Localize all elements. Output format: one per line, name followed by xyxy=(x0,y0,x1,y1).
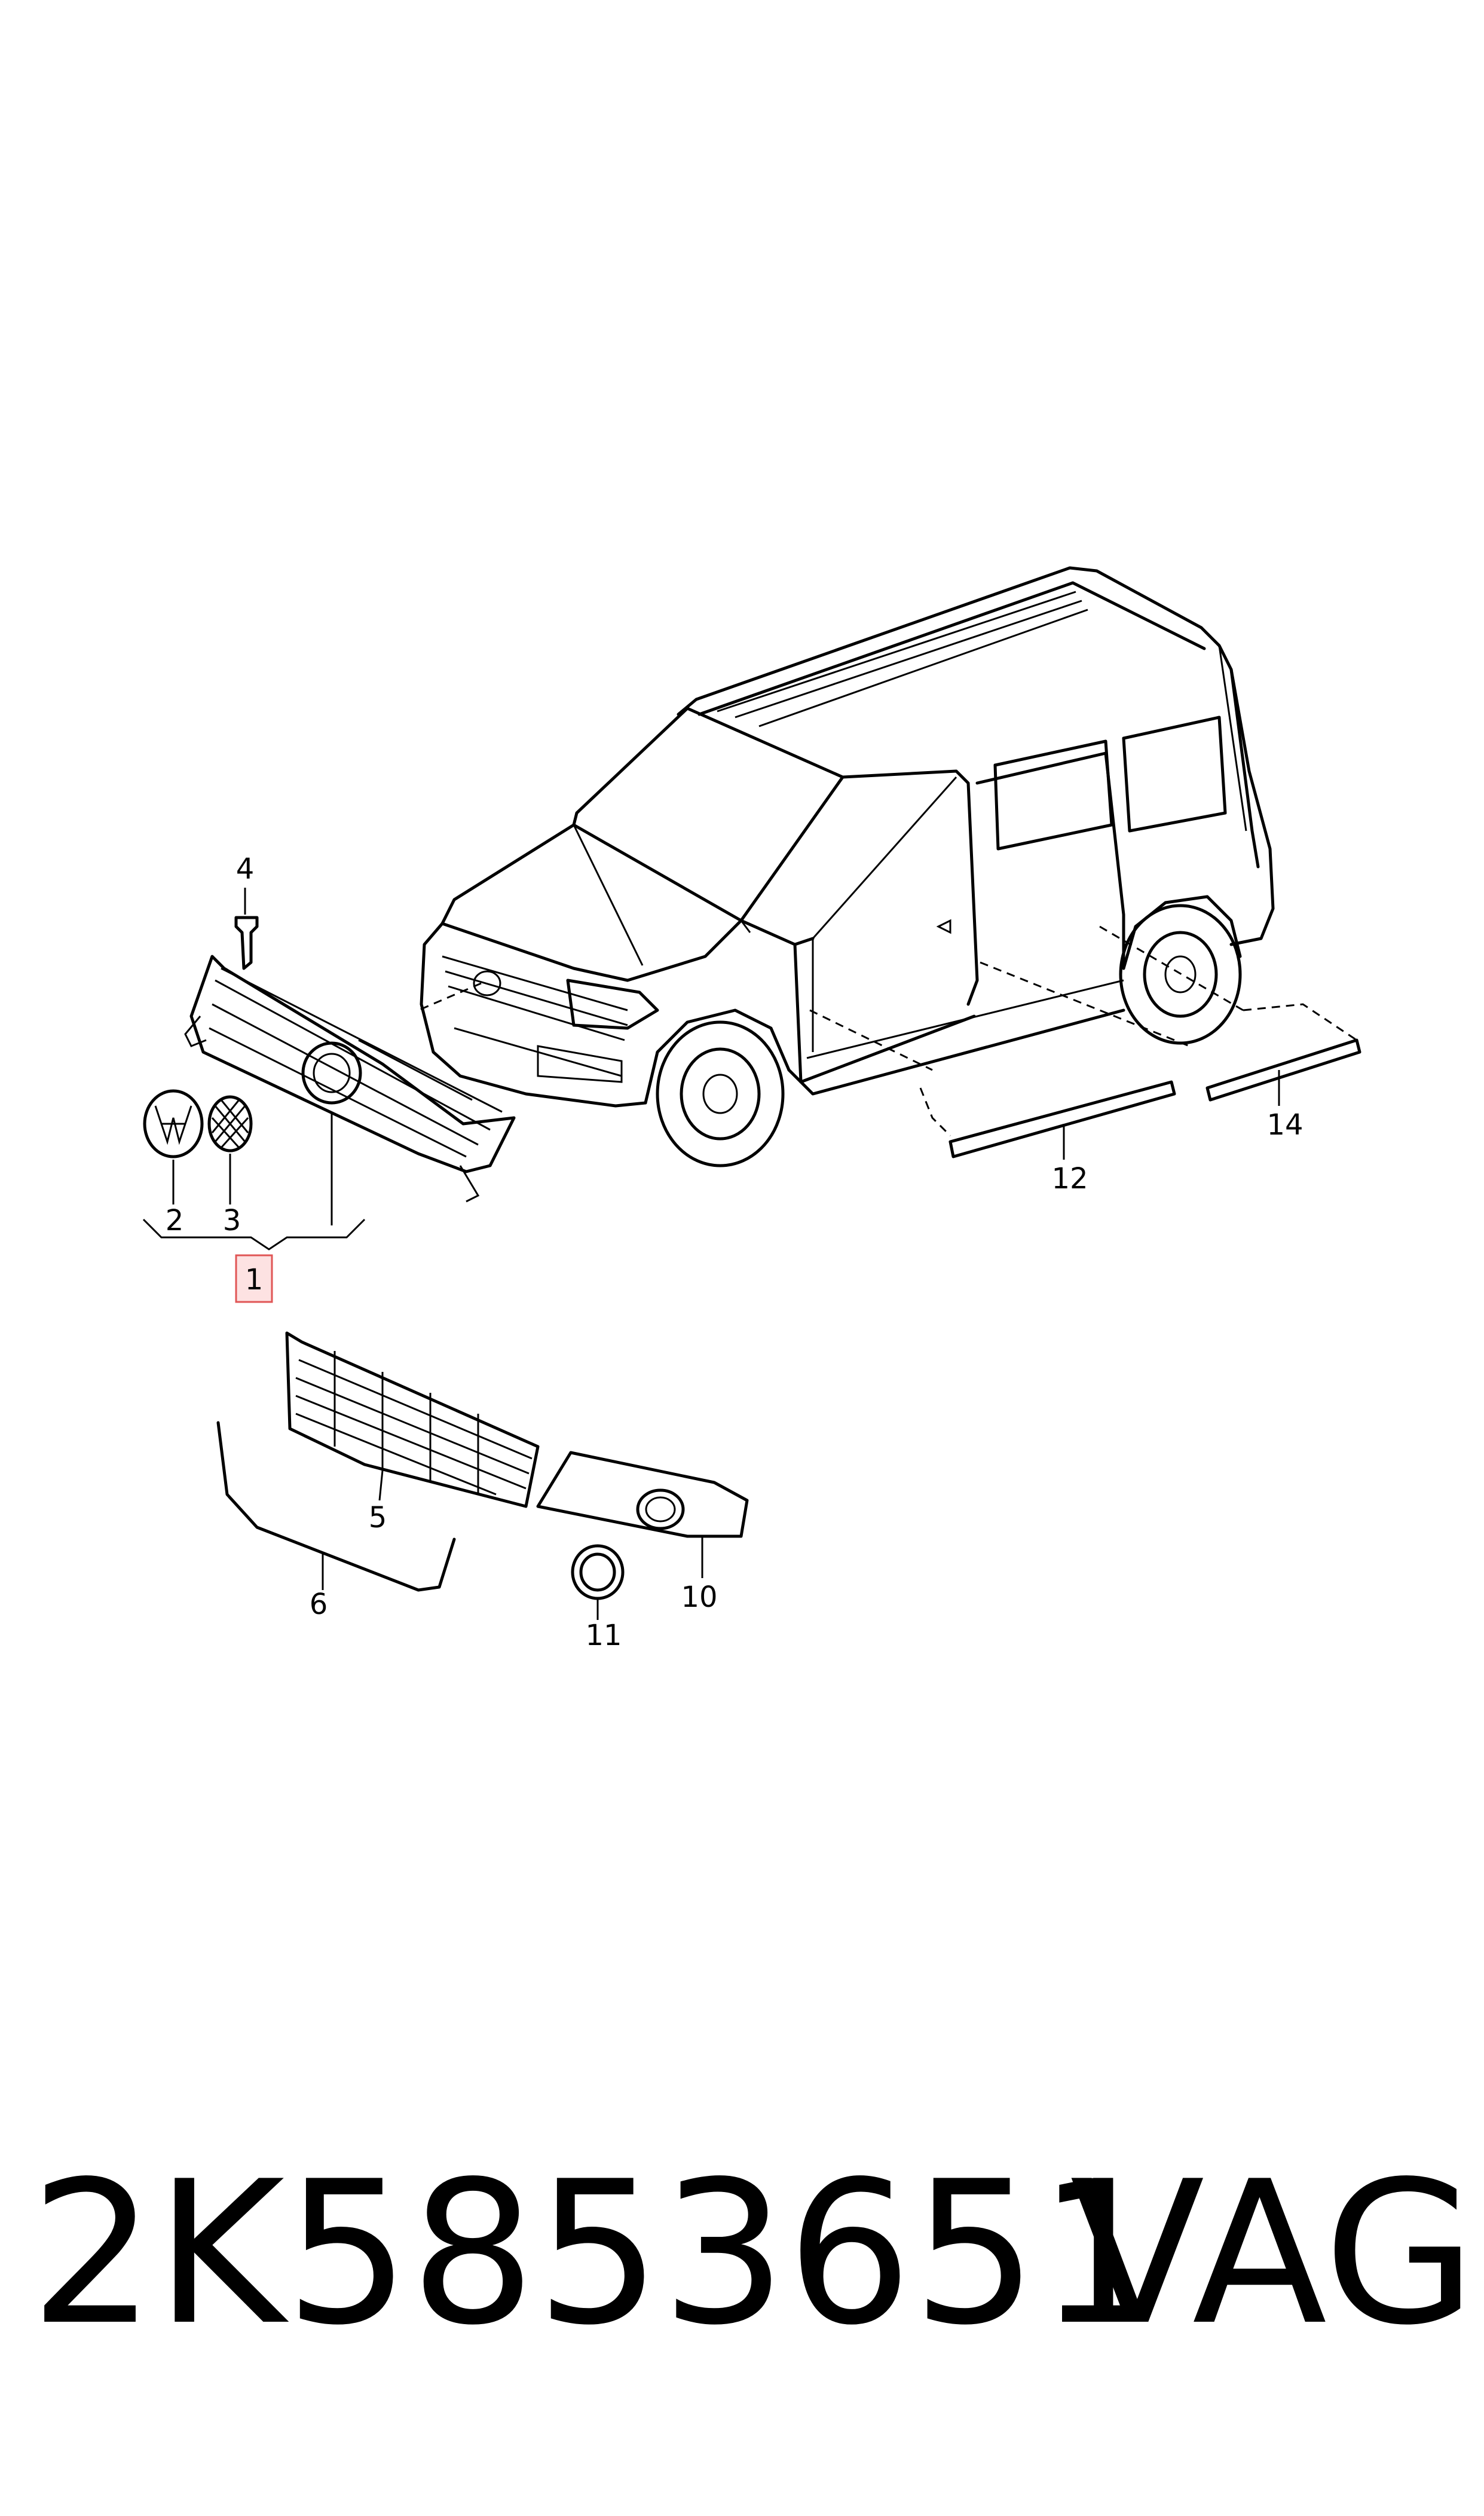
callout-4: 4 xyxy=(236,852,255,886)
callout-11: 11 xyxy=(585,1619,622,1652)
part-11-ring xyxy=(571,1544,625,1600)
callout-1-highlight xyxy=(235,1254,273,1303)
leader-lines xyxy=(142,888,1280,1620)
callout-labels: 1 2 3 4 5 6 10 11 12 14 xyxy=(166,852,1304,1652)
part-2-emblem xyxy=(143,1089,204,1158)
vehicle-illustration xyxy=(418,566,1275,1167)
part-12-moulding xyxy=(919,1080,1176,1158)
callout-10: 10 xyxy=(681,1580,717,1614)
brand-name: VAG xyxy=(1070,2139,1477,2368)
callout-1: 1 xyxy=(245,1263,264,1297)
part-number: 2K5853651 xyxy=(30,2139,1164,2368)
callout-5: 5 xyxy=(369,1501,387,1534)
callout-3: 3 xyxy=(223,1204,241,1237)
part-4-clip xyxy=(234,916,259,970)
callout-2: 2 xyxy=(166,1204,184,1237)
part-10-fog-light-cover xyxy=(536,1451,749,1538)
part-1-radiator-grille xyxy=(184,955,516,1203)
part-3-mesh-insert xyxy=(207,1095,253,1152)
part-6-trim-strip xyxy=(216,1421,456,1592)
callout-12: 12 xyxy=(1051,1162,1088,1196)
part-5-lower-grille xyxy=(285,1331,540,1508)
footer-caption: 2K5853651 VAG xyxy=(0,2128,1484,2379)
part-14-moulding xyxy=(1205,1003,1361,1102)
callout-6: 6 xyxy=(310,1588,328,1621)
callout-14: 14 xyxy=(1266,1108,1303,1142)
